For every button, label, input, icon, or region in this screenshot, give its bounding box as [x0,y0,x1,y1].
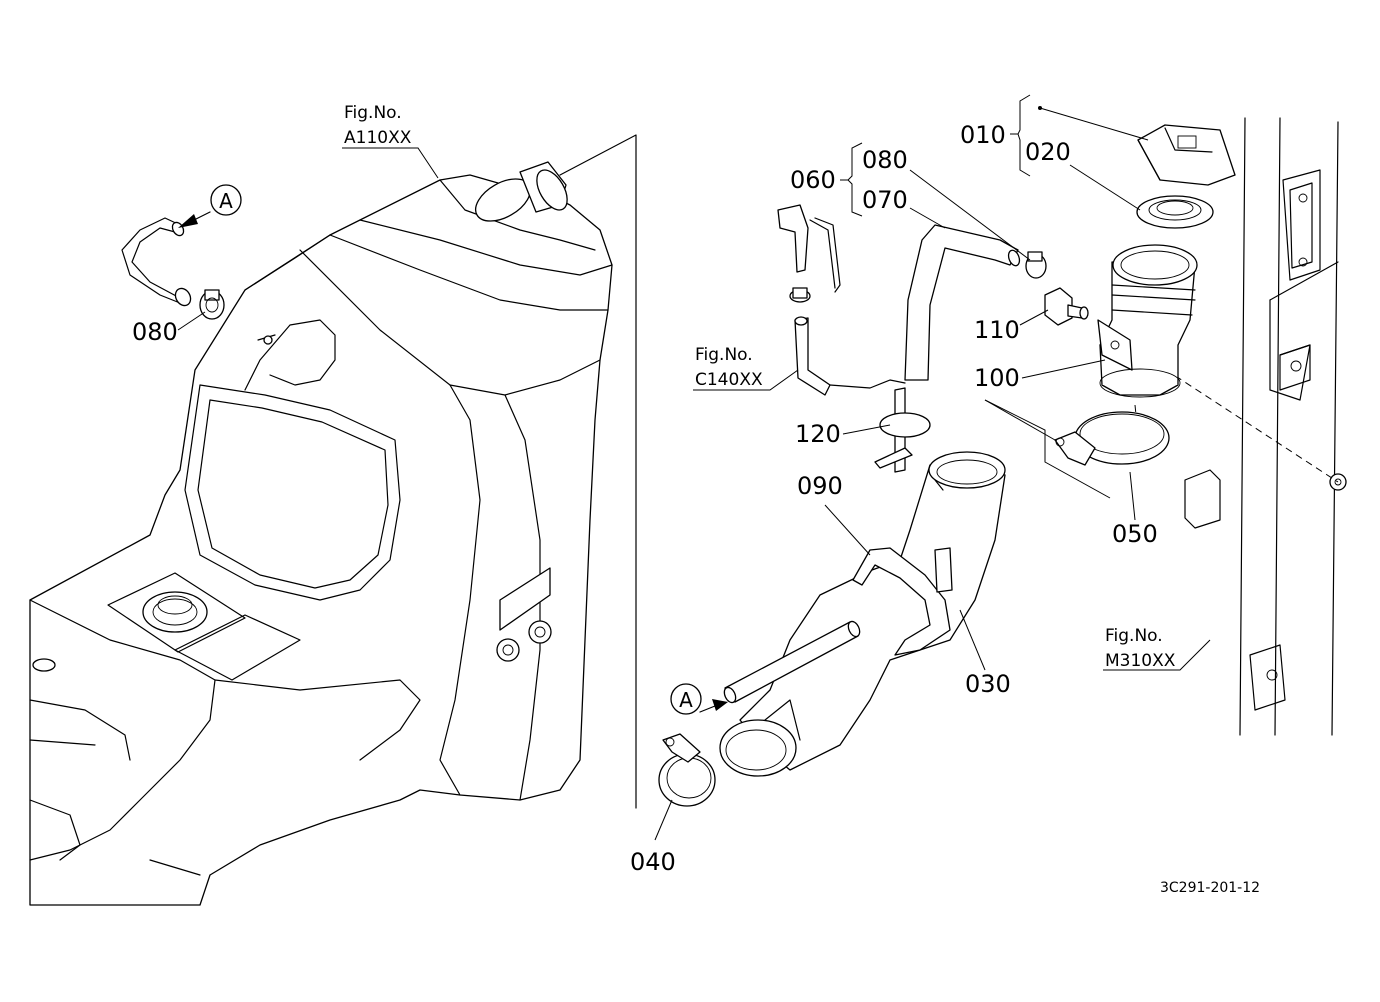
vent-hose [904,224,1021,381]
drain-tube [723,620,861,704]
fig-ref-frame-code: M310XX [1105,651,1176,671]
large-hose-clamp [1054,411,1170,466]
harness-bracket [777,204,906,396]
connector-mark-left: A [178,184,242,228]
cap-ring [1136,195,1214,229]
label-030: 030 [965,670,1011,698]
fig-ref-frame-label: Fig.No. [1105,626,1163,646]
fig-ref-harness-label: Fig.No. [695,345,753,365]
filler-hose [719,451,1006,777]
label-110: 110 [974,316,1020,344]
bottom-hose-clamp [658,733,716,807]
drawing-code: 3C291-201-12 [1160,880,1260,896]
connector-mark-left-text: A [219,189,233,213]
left-breather-hose [121,217,192,307]
label-120: 120 [795,420,841,448]
connector-mark-right: A [670,683,728,715]
label-100: 100 [974,364,1020,392]
fuel-tank-drawing [29,161,613,906]
label-010: 010 [960,121,1006,149]
label-080-right: 080 [862,146,908,174]
label-070: 070 [862,186,908,214]
filler-neck [1097,244,1198,398]
figure-references: Fig.No. A110XX Fig.No. C140XX Fig.No. M3… [344,103,1176,671]
cable-band [874,387,931,473]
label-040: 040 [630,848,676,876]
frame-bracket-drawing [1184,117,1347,736]
label-050: 050 [1112,520,1158,548]
fig-ref-tank-code: A110XX [344,128,412,148]
view-divider [559,134,637,809]
left-hose-clamp [199,289,225,320]
label-090: 090 [797,472,843,500]
fig-ref-tank-label: Fig.No. [344,103,402,123]
leader-lines [177,94,1211,841]
label-020: 020 [1025,138,1071,166]
right-hose-clamp [1025,251,1047,279]
connector-mark-right-text: A [679,688,693,712]
fig-ref-harness-code: C140XX [695,370,763,390]
part-labels: 010 020 060 080 070 110 100 120 090 050 … [132,121,1158,876]
label-080-left: 080 [132,318,178,346]
filler-cap [1137,124,1236,186]
label-060: 060 [790,166,836,194]
retainer-nut [1044,287,1089,326]
alignment-line-mount [1104,329,1339,483]
